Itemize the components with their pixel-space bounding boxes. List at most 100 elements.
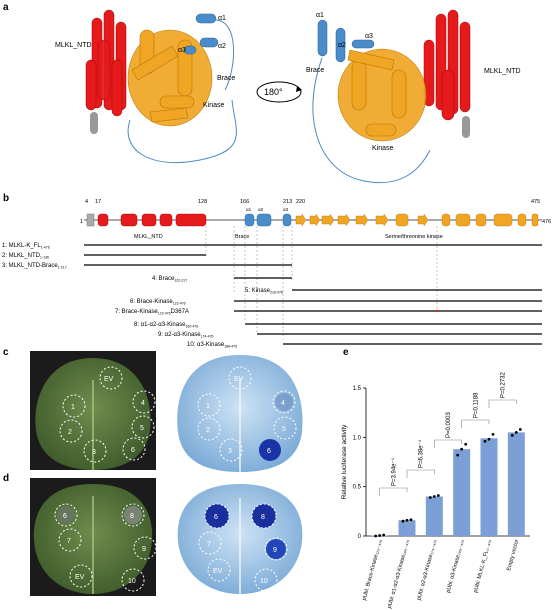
bar	[398, 520, 416, 536]
leaf-c-6: 6	[131, 447, 135, 454]
data-point	[428, 496, 432, 499]
pos-4: 4	[85, 199, 88, 205]
p-value-label: P=0.1188	[473, 392, 479, 418]
data-point	[409, 518, 413, 522]
leaf-d-9: 9	[142, 546, 146, 553]
left-ntd-label: MLKL_NTD	[55, 42, 92, 49]
pos-220: 220	[296, 199, 305, 205]
significance-bracket	[379, 487, 408, 496]
data-point	[487, 437, 491, 441]
left-a3-label: α3	[178, 47, 186, 54]
construct-10: 10: α3-Kinase188-476	[187, 342, 237, 349]
y-tick-label: 1.5	[353, 386, 362, 392]
panel-letter-b: b	[3, 193, 10, 204]
x-tick-label: Empty vector	[506, 539, 520, 572]
bar	[425, 496, 443, 536]
leaf-c-blue-5: 5	[282, 426, 286, 433]
a3-domain-label: α3	[283, 207, 289, 212]
right-ntd-label: MLKL_NTD	[484, 68, 521, 75]
bar	[507, 432, 525, 536]
left-kinase-label: Kinase	[203, 102, 225, 109]
right-brace-label: Brace	[306, 67, 324, 74]
construct-lines	[84, 244, 542, 345]
y-tick-label: 0.5	[353, 485, 362, 491]
brace-domain-label: Brace	[235, 234, 249, 240]
x-tick-label: pUbi: α2-α3-Kinase₁₇₄₋₄₇₆	[416, 539, 438, 601]
data-point	[401, 519, 405, 523]
a2-domain-label: α2	[258, 207, 264, 212]
data-point	[382, 533, 386, 537]
data-point	[436, 494, 440, 497]
data-point	[405, 518, 409, 522]
data-point	[432, 495, 436, 498]
y-tick-label: 0	[358, 534, 362, 540]
right-a3-label: α3	[365, 33, 373, 40]
brace-helices	[244, 213, 292, 227]
right-structure	[312, 9, 471, 184]
p-value-label: P=3.94e⁻⁴	[390, 457, 397, 486]
ntd-helices	[97, 213, 207, 227]
left-brace-label: Brace	[217, 75, 235, 82]
construct-9: 9: α2-α3-Kinase174-476	[158, 332, 214, 339]
a1-domain-label: α1	[246, 207, 252, 212]
panel-letter-a: a	[3, 2, 9, 13]
bar	[480, 438, 498, 536]
bar	[453, 449, 471, 536]
data-point	[456, 453, 460, 457]
guide-lines	[205, 226, 438, 342]
leaf-c-2: 2	[68, 429, 72, 436]
data-point	[378, 534, 382, 537]
y-axis-label: Relative luciferase activity	[341, 424, 348, 500]
p-value-label: P=6.38e⁻⁴	[418, 439, 425, 468]
leaf-d-blue-8: 8	[261, 514, 265, 521]
leaf-d-ev: EV	[75, 574, 85, 581]
ntd-domain-label: MLKL_NTD	[134, 234, 163, 240]
significance-bracket	[488, 399, 517, 408]
kinase-domain-label: Serine/threonine kinase	[385, 234, 443, 240]
kinase-elements	[295, 213, 539, 227]
right-a2-label: α2	[338, 42, 346, 49]
left-a1-label: α1	[218, 15, 226, 22]
p-value-label: P=0.0003	[446, 411, 452, 438]
left-a2-label: α2	[218, 43, 226, 50]
panel-letter-c: c	[3, 347, 9, 358]
leaf-d-blue-9: 9	[273, 547, 277, 554]
data-point	[491, 432, 495, 436]
construct-3: 3: MLKL_NTD-Brace1-217	[2, 263, 67, 270]
construct-7: 7: Brace-Kinase122-476D367A	[115, 309, 189, 316]
data-point	[374, 534, 378, 538]
leaf-d-blue-6: 6	[214, 514, 218, 521]
x-tick-label: pUbi: Brace-Kinase₁₂₂₋₄₇₆	[362, 539, 384, 601]
leaf-c-blue-1: 1	[206, 403, 210, 410]
rotation-label: 180°	[264, 87, 283, 97]
construct-1: 1: MLKL-K_FL1-476	[2, 243, 50, 250]
data-point	[514, 431, 518, 434]
leaf-c-ev: EV	[104, 376, 114, 383]
y-tick-label: 1.0	[353, 435, 362, 441]
pos-17: 17	[95, 199, 101, 205]
significance-bracket	[406, 469, 435, 478]
x-tick-label: pUbi: α1-α2-α3-Kinase₁₆₀₋₄₇₆	[387, 539, 411, 609]
leaf-c-3: 3	[92, 449, 96, 456]
data-point	[510, 433, 514, 437]
leaf-d-blue-7: 7	[207, 541, 211, 548]
pos-213: 213	[283, 199, 292, 205]
leaf-d-blue-10: 10	[260, 578, 268, 585]
rotation-arrow-icon	[256, 81, 302, 103]
right-a1-label: α1	[316, 12, 324, 19]
leaf-c-blue-2: 2	[206, 427, 210, 434]
p-value-label: P=0.2732	[501, 371, 507, 398]
left-structure	[85, 9, 237, 164]
leaf-c-blue-4: 4	[281, 400, 285, 407]
panel-letter-d: d	[3, 473, 10, 484]
leaf-c-blue-3: 3	[228, 448, 232, 455]
significance-bracket	[461, 419, 490, 428]
pos-1: 1	[80, 219, 83, 225]
leaf-d-10: 10	[128, 578, 136, 585]
x-tick-label: pUbi: α3-Kinase₁₈₈₋₄₇₆	[446, 539, 466, 594]
data-point	[518, 428, 522, 431]
